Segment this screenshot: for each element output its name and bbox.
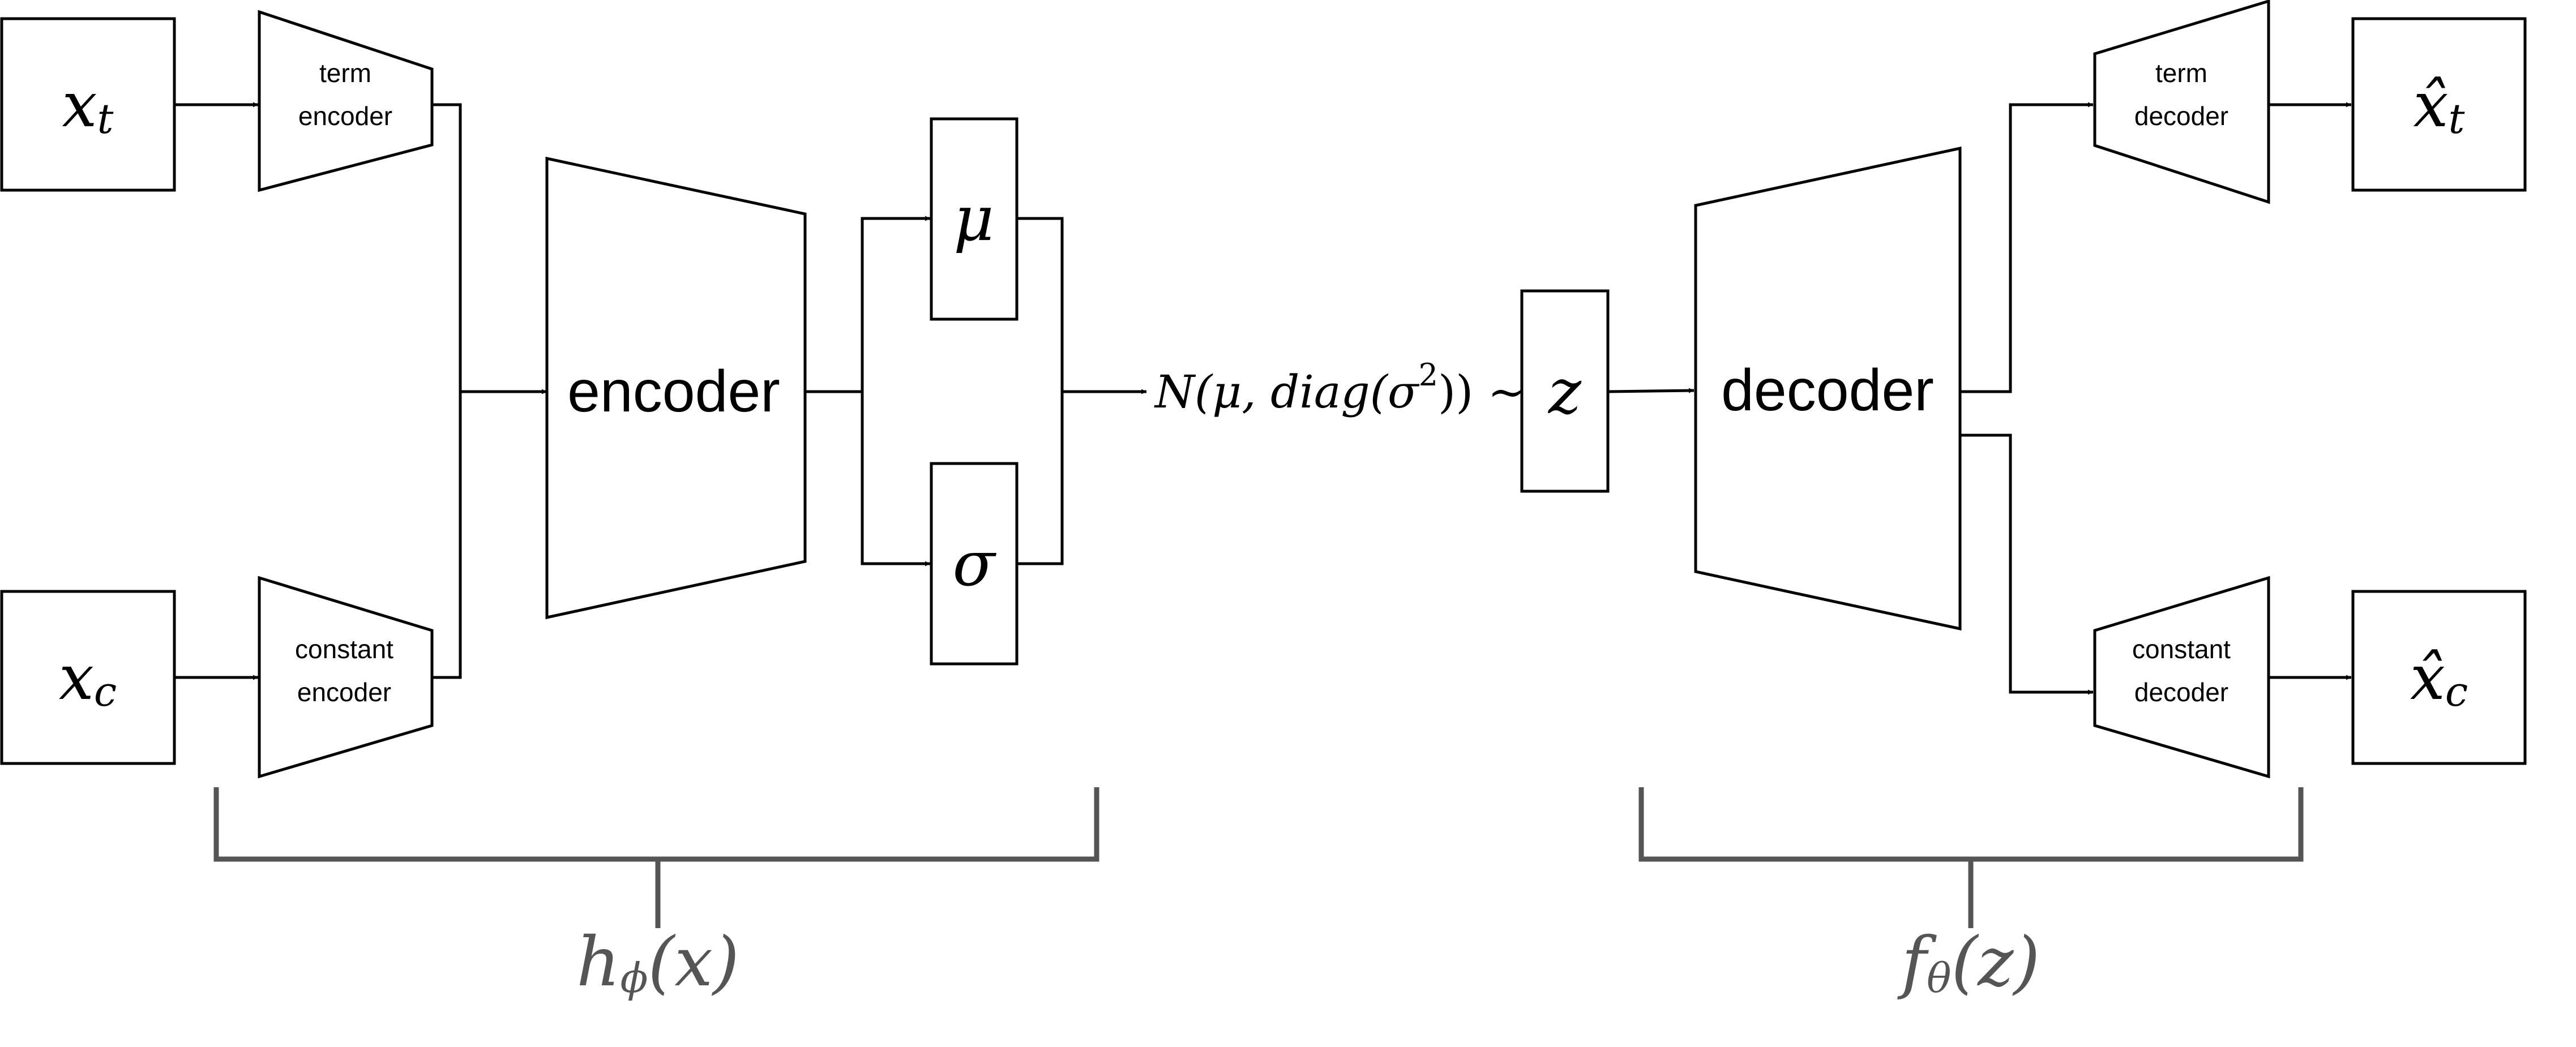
term-decoder: term decoder	[2093, 0, 2270, 204]
input-xt-base: x	[62, 68, 97, 141]
constant-encoder-shape	[258, 576, 434, 779]
input-xt-box	[0, 17, 176, 192]
term-encoder: term encoder	[258, 10, 434, 192]
connectors	[174, 102, 2351, 695]
distribution-label: N(μ, diag(σ2)) ~	[1154, 357, 1526, 418]
encoder-brace-bracket	[213, 787, 1099, 862]
term-encoder-label-line2: encoder	[298, 101, 392, 131]
wire-term-encoder-out	[432, 103, 462, 392]
sigma-block: σ	[930, 462, 1019, 666]
constant-decoder-label-line1: constant	[2132, 634, 2231, 664]
term-decoder-shape	[2093, 0, 2270, 204]
output-xt-hat-base: x̂	[2414, 68, 2449, 141]
input-xt-label: xt	[62, 68, 114, 143]
z-label: z	[1547, 355, 1582, 428]
encoder-shape	[545, 156, 807, 620]
arrow-encoder-to-mu	[861, 216, 930, 392]
wire-sigma-out	[1017, 392, 1064, 565]
output-xc-hat: x̂c	[2351, 590, 2527, 765]
sigma-box	[930, 462, 1019, 666]
mu-block: μ	[930, 117, 1019, 321]
input-xc-box	[0, 590, 176, 765]
term-decoder-label-line2: decoder	[2134, 101, 2228, 131]
output-xc-hat-box	[2351, 590, 2527, 765]
decoder-label: decoder	[1721, 358, 1934, 423]
output-xc-hat-subscript: c	[2445, 668, 2468, 715]
arrow-decoder-to-term-decoder	[1960, 102, 2093, 393]
input-xc: xc	[0, 590, 176, 765]
constant-encoder-label-line1: constant	[295, 634, 393, 664]
term-encoder-label-line1: term	[319, 58, 371, 88]
encoder-label: encoder	[567, 359, 780, 424]
arrow-encoder-to-sigma	[861, 392, 930, 567]
z-box	[1520, 289, 1610, 493]
output-xt-hat: x̂t	[2351, 17, 2527, 192]
output-xt-hat-subscript: t	[2449, 95, 2466, 143]
wire-mu-out	[1017, 217, 1064, 392]
encoder: encoder	[545, 156, 807, 620]
constant-decoder-shape	[2093, 576, 2270, 779]
output-xc-hat-label: x̂c	[2410, 641, 2468, 715]
decoder: decoder	[1694, 146, 1962, 631]
constant-decoder: constant decoder	[2093, 576, 2270, 779]
decoder-shape	[1694, 146, 1962, 631]
term-encoder-shape	[258, 10, 434, 192]
encoder-brace-arg: (x)	[648, 923, 739, 1002]
distribution-suffix: )) ~	[1438, 366, 1526, 418]
wire-constant-encoder-out	[432, 392, 462, 679]
input-xt: xt	[0, 17, 176, 192]
sigma-label: σ	[952, 527, 996, 600]
mu-label: μ	[953, 182, 994, 255]
encoder-brace-subscript: ϕ	[620, 954, 648, 1002]
decoder-brace-bracket	[1638, 787, 2304, 862]
output-xc-hat-base: x̂	[2410, 641, 2445, 714]
encoder-brace-fn: h	[576, 923, 620, 1002]
input-xc-subscript: c	[94, 668, 117, 715]
constant-encoder: constant encoder	[258, 576, 434, 779]
output-xt-hat-box	[2351, 17, 2527, 192]
arrow-z-to-decoder	[1607, 388, 1694, 393]
input-xc-label: xc	[59, 641, 117, 715]
mu-box	[930, 117, 1019, 321]
distribution-prefix: N(μ, diag(σ	[1154, 366, 1420, 418]
output-xt-hat-label: x̂t	[2414, 68, 2466, 143]
distribution-superscript: 2	[1419, 357, 1438, 393]
encoder-brace: hϕ(x)	[213, 787, 1099, 1002]
constant-encoder-label-line2: encoder	[297, 677, 391, 707]
input-xc-base: x	[59, 641, 94, 714]
decoder-brace-subscript: θ	[1927, 954, 1951, 1002]
decoder-brace: fθ(z)	[1638, 787, 2304, 1002]
decoder-brace-arg: (z)	[1951, 923, 2040, 1002]
decoder-brace-label: fθ(z)	[1897, 923, 2040, 1002]
constant-decoder-label-line2: decoder	[2134, 677, 2228, 707]
arrow-decoder-to-constant-decoder	[1960, 434, 2093, 695]
encoder-brace-label: hϕ(x)	[576, 923, 739, 1002]
z-block: z	[1520, 289, 1610, 493]
term-decoder-label-line1: term	[2155, 58, 2207, 88]
input-xt-subscript: t	[97, 95, 114, 143]
